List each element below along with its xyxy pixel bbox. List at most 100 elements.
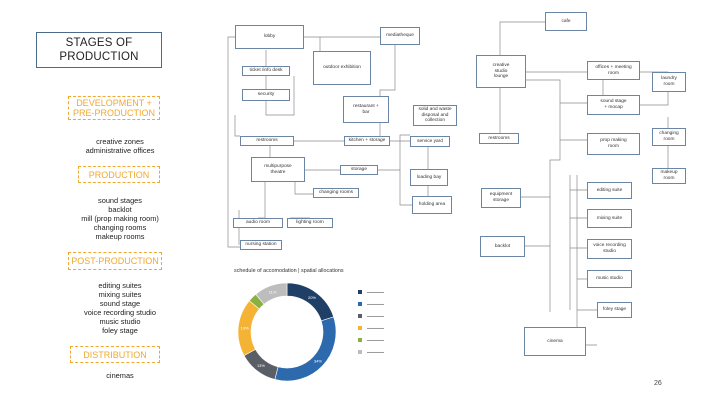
slice-label: 20% — [308, 295, 316, 300]
stage-item: voice recording studio — [84, 308, 156, 317]
node-backlot: backlot — [480, 236, 525, 257]
stages-title-box: STAGES OF PRODUCTION — [36, 32, 162, 68]
node-outdoor-exhibition: outdoor exhibition — [313, 51, 371, 85]
node-holding-area: holding area — [412, 196, 452, 214]
legend-swatch — [358, 326, 362, 330]
stage-item: mixing suites — [98, 290, 142, 299]
stage-item: sound stages — [98, 196, 142, 205]
connector — [234, 115, 240, 137]
page-number: 26 — [654, 380, 662, 387]
node-lighting-room: lighting room — [287, 218, 333, 228]
slice-label: 19% — [241, 326, 249, 331]
legend-swatch — [358, 350, 362, 354]
stage-item: cinemas — [106, 371, 134, 380]
node-makeup-room: makeup room — [652, 168, 686, 184]
legend-item: ▬▬▬▬▬ — [358, 314, 384, 318]
slice-label: 11% — [269, 290, 277, 295]
stage-item: foley stage — [102, 326, 138, 335]
connector — [525, 79, 587, 104]
connector — [499, 21, 545, 55]
stage-items-development: creative zones administrative offices — [40, 137, 200, 155]
stage-heading-post-production: POST-PRODUCTION — [68, 252, 162, 270]
node-lobby: lobby — [235, 25, 304, 49]
connector — [640, 92, 669, 106]
node-restrooms-studio: restrooms — [479, 133, 519, 144]
legend-label: ▬▬▬▬▬ — [367, 314, 384, 318]
connector — [294, 182, 313, 195]
legend-label: ▬▬▬▬▬ — [367, 338, 384, 342]
donut-slice — [274, 316, 337, 382]
slice-label: 13% — [257, 363, 265, 368]
connector — [549, 140, 561, 312]
slice-label: 34% — [314, 359, 322, 364]
node-security: security — [242, 89, 290, 101]
legend-swatch — [358, 302, 362, 306]
legend-item: ▬▬▬▬▬ — [358, 290, 384, 294]
stage-heading-production: PRODUCTION — [78, 166, 160, 183]
stage-item: music studio — [99, 317, 141, 326]
legend-swatch — [358, 314, 362, 318]
node-mediatheque: mediatheque — [380, 27, 420, 45]
stage-heading-development: DEVELOPMENT + PRE-PRODUCTION — [68, 96, 160, 120]
donut-chart: 20% 34% 13% 19% 11% — [237, 282, 337, 382]
stage-item: editing suites — [98, 281, 142, 290]
node-service-yard: service yard — [410, 136, 450, 147]
stage-item: sound stage — [99, 299, 141, 308]
node-foley-stage: foley stage — [597, 302, 632, 318]
stage-items-production: sound stages backlot mill (prop making r… — [40, 196, 200, 241]
node-changing-room-studio: changing room — [652, 128, 686, 146]
donut-slice — [255, 282, 288, 305]
connector — [378, 134, 410, 171]
node-nursing-station: nursing station — [240, 240, 282, 250]
node-changing-rooms-public: changing rooms — [313, 188, 359, 198]
stage-items-distribution: cinemas — [40, 371, 200, 380]
stage-item: makeup rooms — [95, 232, 145, 241]
legend-label: ▬▬▬▬▬ — [367, 326, 384, 330]
legend-item: ▬▬▬▬▬ — [358, 338, 384, 342]
node-voice-recording-studio: voice recording studio — [587, 239, 632, 259]
legend-label: ▬▬▬▬▬ — [367, 290, 384, 294]
connector — [576, 175, 597, 346]
stage-item: mill (prop making room) — [81, 214, 159, 223]
stage-item: administrative offices — [85, 146, 155, 155]
stage-item: changing rooms — [93, 223, 147, 232]
node-cinema: cinema — [524, 327, 586, 356]
legend-item: ▬▬▬▬▬ — [358, 302, 384, 306]
node-music-studio: music studio — [587, 270, 632, 288]
legend-item: ▬▬▬▬▬ — [358, 350, 384, 354]
legend-label: ▬▬▬▬▬ — [367, 350, 384, 354]
legend-swatch — [358, 290, 362, 294]
node-sound-stage-mocap: sound stage + mocap — [587, 95, 640, 115]
legend-swatch — [358, 338, 362, 342]
chart-title: schedule of accomodation | spatial alloc… — [234, 268, 344, 274]
stage-items-post-production: editing suites mixing suites sound stage… — [40, 281, 200, 335]
node-creative-studio-lounge: creative studio lounge — [476, 55, 526, 88]
donut-slice — [286, 282, 334, 322]
connector — [265, 76, 295, 116]
stage-item: backlot — [108, 205, 132, 214]
node-storage: storage — [340, 165, 378, 175]
legend-label: ▬▬▬▬▬ — [367, 302, 384, 306]
node-equipment-storage: equipment storage — [481, 188, 521, 208]
node-laundry-room: laundry room — [652, 72, 686, 92]
node-ticket-info-desk: ticket /info desk — [242, 66, 290, 76]
connector — [559, 103, 587, 141]
node-kitchen-storage: kitchen + storage — [344, 136, 390, 146]
stage-heading-distribution: DISTRIBUTION — [70, 346, 160, 363]
node-restaurant-bar: restaurant + bar — [343, 96, 389, 123]
node-mixing-suite: mixing suite — [587, 209, 632, 228]
node-loading-bay: loading bay — [410, 169, 448, 186]
node-solid-waste: solid and waste disposal and collection — [413, 105, 457, 126]
stage-item: creative zones — [96, 137, 144, 146]
stages-title: STAGES OF PRODUCTION — [59, 37, 139, 63]
legend-item: ▬▬▬▬▬ — [358, 326, 384, 330]
node-editing-suite: editing suite — [587, 182, 632, 199]
node-offices-meeting: offices + meeting room — [587, 61, 640, 80]
chart-legend: ▬▬▬▬▬ ▬▬▬▬▬ ▬▬▬▬▬ ▬▬▬▬▬ ▬▬▬▬▬ ▬▬▬▬▬ — [358, 290, 438, 390]
connector — [399, 170, 412, 206]
node-cafe: cafe — [545, 12, 587, 31]
node-audio-room: audio room — [233, 218, 283, 228]
node-restrooms-public: restrooms — [240, 136, 294, 146]
connector — [379, 45, 396, 96]
